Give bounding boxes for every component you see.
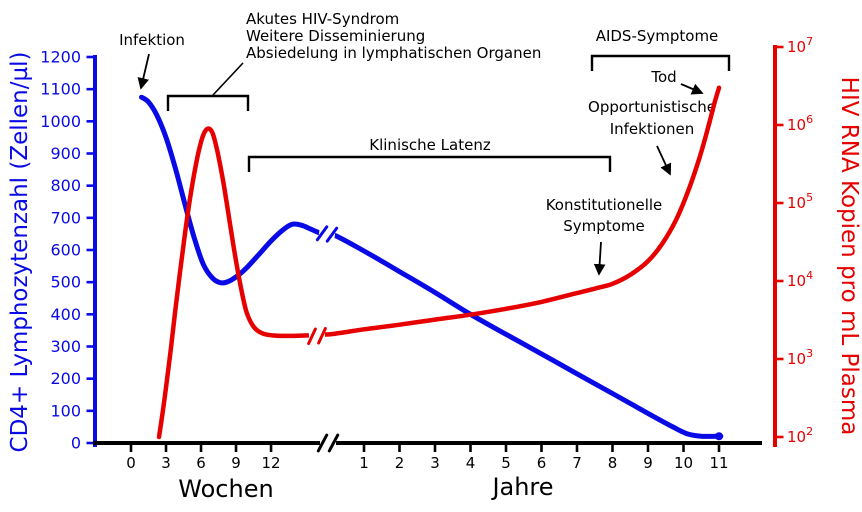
week-9-tick-label: 9 [231,454,241,472]
year-3-tick-label: 3 [430,454,440,472]
klinische_latenz-label: Klinische Latenz [369,136,491,154]
infektion-arrow [137,53,150,90]
right-axis-tick-label: 105 [787,191,813,212]
year-4-tick-label: 4 [466,454,476,472]
akutes_hiv_syndrom-label: Absiedelung in lymphatischen Organen [246,44,541,62]
right-axis-tick-label: 106 [787,113,813,134]
year-2-tick-label: 2 [395,454,405,472]
akutes_hiv_syndrom-bracket [166,94,250,111]
tod-arrow [680,83,704,95]
left-axis-tick-label: 500 [50,273,81,292]
left-axis-tick-label: 100 [50,401,81,420]
left-axis-label: CD4+ Lymphozytenzahl (Zellen/µl) [7,52,33,453]
year-1-tick-label: 1 [359,454,369,472]
tod-label: Tod [650,68,676,86]
cd4-count-curve [139,94,724,439]
konstitutionelle_symptome-label: Symptome [563,217,644,235]
right-axis-tick-label: 107 [787,35,813,56]
data-series [139,85,724,453]
cd4-curve-endpoint [715,432,723,441]
x-axis-break-slash [327,433,340,453]
x-axis-break-slash [316,433,329,453]
year-5-tick-label: 5 [501,454,511,472]
years-label: Jahre [490,473,553,501]
week-0-tick-label: 0 [126,454,136,472]
aids_symptome-bracket [590,54,731,71]
right-axis-tick-label: 103 [787,347,813,368]
week-6-tick-label: 6 [196,454,206,472]
cd4-break-slash [315,225,329,242]
infektion-label: Infektion [119,31,185,49]
left-axis-tick-label: 0 [71,434,81,453]
year-6-tick-label: 6 [537,454,547,472]
year-9-tick-label: 9 [643,454,653,472]
akutes_hiv_syndrom-label: Weitere Disseminierung [246,27,425,45]
konstitutionelle_symptome-label: Konstitutionelle [546,196,663,214]
rna-break-slash [317,326,327,345]
year-8-tick-label: 8 [608,454,618,472]
opportunistische_infektionen-arrow [656,145,672,176]
aids_symptome-label: AIDS-Symptome [596,27,719,45]
akutes_hiv_syndrom-pointer-line [212,62,244,96]
left-axis-tick-label: 400 [50,305,81,324]
left-axis-tick-label: 800 [50,176,81,195]
opportunistische_infektionen-label: Infektionen [610,120,695,138]
left-axis-tick-label: 700 [50,208,81,227]
akutes_hiv_syndrom-label: Akutes HIV-Syndrom [246,10,399,28]
konstitutionelle_symptome-arrow [593,241,606,276]
left-axis-tick-label: 1100 [40,80,81,99]
right-axis-label: HIV RNA Kopien pro mL Plasma [836,77,862,436]
week-3-tick-label: 3 [161,454,171,472]
cd4-break-slash [325,226,339,243]
left-axis-tick-label: 200 [50,369,81,388]
left-axis-tick-label: 1000 [40,112,81,131]
year-10-tick-label: 10 [674,454,693,472]
left-axis-tick-label: 1200 [40,48,81,67]
week-12-tick-label: 12 [261,454,280,472]
left-axis-tick-label: 600 [50,241,81,260]
hiv-rna-curve [156,85,722,440]
opportunistische_infektionen-label: Opportunistische [588,98,716,116]
klinische_latenz-bracket [247,155,612,172]
rna-break-slash [307,327,317,346]
year-7-tick-label: 7 [572,454,582,472]
year-11-tick-label: 11 [709,454,728,472]
left-axis-tick-label: 900 [50,144,81,163]
weeks-label: Wochen [178,475,273,503]
left-axis-tick-label: 300 [50,337,81,356]
right-axis-tick-label: 104 [787,269,813,290]
right-axis-tick-label: 102 [787,425,813,446]
